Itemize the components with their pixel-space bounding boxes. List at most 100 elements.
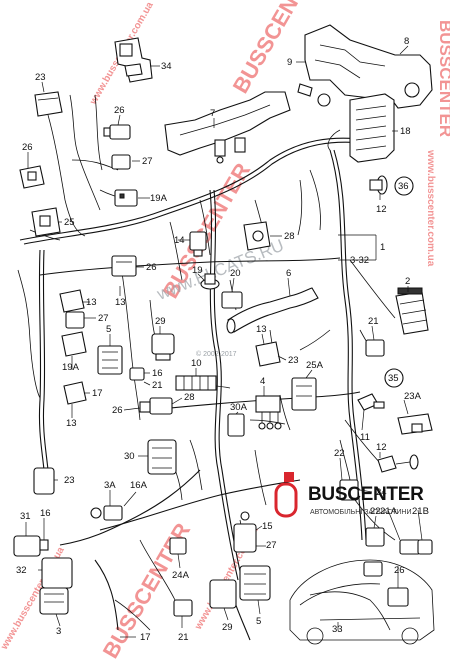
label-4: 4 [260, 376, 265, 387]
connector-25-icon [31, 207, 61, 237]
control-module-18-icon [327, 93, 395, 163]
label-29: 29 [222, 622, 233, 633]
bracket-34-icon [114, 37, 153, 83]
connector-27-left-icon [65, 311, 85, 329]
label-21a: 21A [380, 506, 398, 517]
connector-26-left-icon [19, 165, 45, 189]
connector-22-top-icon [339, 479, 359, 501]
label-23: 23 [288, 355, 299, 366]
connector-5-top-icon [97, 345, 123, 375]
connector-32-icon [41, 557, 73, 589]
connector-17-left-icon [63, 381, 87, 405]
label-22: 22 [334, 448, 345, 459]
connector-13-left-icon [59, 289, 85, 313]
label-28: 28 [184, 392, 195, 403]
sensor-11-icon [357, 393, 385, 411]
sensor-3a-icon [90, 505, 123, 521]
connector-25a-icon [291, 377, 317, 411]
label-10: 10 [191, 358, 202, 369]
label-29: 29 [155, 316, 166, 327]
label-32: 32 [16, 565, 27, 576]
connector-28-top-icon [243, 221, 271, 251]
connector-22-lower-icon [365, 527, 385, 547]
connector-26-lower-icon [139, 401, 151, 413]
label-31: 31 [20, 511, 31, 522]
label-12: 12 [376, 204, 387, 215]
connector-20-icon [221, 291, 243, 309]
connector-24a-icon [169, 537, 187, 555]
connector-29-top-icon [151, 333, 175, 361]
pipe-6-icon [226, 287, 319, 334]
label-16: 16 [40, 508, 51, 519]
label-26: 26 [22, 142, 33, 153]
label-23: 23 [64, 475, 75, 486]
label-26: 26 [146, 262, 157, 273]
label-33: 33 [332, 624, 343, 635]
connector-30-icon [147, 439, 177, 475]
callout-36-icon [394, 176, 414, 196]
leader-lines [25, 45, 423, 638]
label-5: 5 [106, 324, 111, 335]
label-9: 9 [287, 57, 292, 68]
label-21: 21 [152, 380, 163, 391]
label-19a: 19A [62, 362, 80, 373]
connector-3-icon [39, 587, 69, 615]
callout-labels: 8 9 34 23 26 7 18 26 27 36 19A 12 25 1 1… [16, 36, 429, 643]
label-6: 6 [286, 268, 291, 279]
connector-13-right-icon [255, 341, 281, 367]
connector-14-icon [189, 231, 207, 257]
label-1: 1 [380, 242, 385, 253]
connector-5-lower-icon [239, 565, 271, 601]
label-18: 18 [400, 126, 411, 137]
label-15: 15 [262, 521, 273, 532]
harness-trunks [19, 137, 373, 641]
label-5: 5 [256, 616, 261, 627]
label-16: 16 [152, 368, 163, 379]
watermark-vertical-right: BUSSCENTER [436, 20, 450, 137]
sensor-19-icon [200, 273, 220, 290]
label-13: 13 [115, 297, 126, 308]
connector-26-top-icon [103, 124, 131, 140]
label-27: 27 [266, 540, 277, 551]
bracket-7-icon [164, 91, 291, 164]
label-36: 36 [398, 181, 409, 192]
label-24a: 24A [172, 570, 190, 581]
label-19: 19 [192, 265, 203, 276]
label-28: 28 [284, 231, 295, 242]
connector-31-icon [13, 535, 49, 557]
connector-26-right-lower-icon [387, 587, 409, 607]
label-25a: 25A [306, 360, 324, 371]
connector-19a-left-icon [61, 331, 87, 357]
label-20: 20 [230, 268, 241, 279]
label-27: 27 [98, 313, 109, 324]
label-3: 3 [56, 626, 61, 637]
watermark-vertical-right-url: www.busscenter.com.ua [425, 149, 436, 267]
sensor-12-lower-icon [377, 454, 419, 473]
buscenter-logo-mark-icon [274, 472, 298, 518]
label-14: 14 [174, 235, 185, 246]
label-21b: 21B [412, 506, 429, 517]
logo-title: BUSCENTER [308, 484, 424, 505]
connector-16-icon [129, 367, 145, 381]
label-3a: 3A [104, 480, 116, 491]
connector-23-icon [34, 91, 63, 117]
label-7: 7 [210, 108, 215, 119]
label-17: 17 [92, 388, 103, 399]
label-34: 34 [161, 61, 172, 72]
label-24: 24 [376, 487, 387, 498]
connector-29-lower-icon [209, 579, 237, 609]
label-35: 35 [388, 373, 399, 384]
logo-subtitle: АВТОМОБІЛЬНІ ЗАПЧАСТИНИ [310, 509, 412, 516]
connector-27-icon [111, 154, 131, 170]
connector-26-mid-icon [111, 255, 137, 277]
label-19a: 19A [150, 193, 168, 204]
label-12: 12 [376, 442, 387, 453]
connector-19a-top-icon [114, 189, 138, 207]
connector-23-lower-icon [33, 467, 55, 495]
label-26: 26 [112, 405, 123, 416]
buscenter-logo: BUSCENTER АВТОМОБІЛЬНІ ЗАПЧАСТИНИ [274, 478, 424, 538]
label-27: 27 [142, 156, 153, 167]
connector-23a-icon [397, 413, 433, 435]
switch-10-icon [175, 375, 217, 391]
relay-30a-icon [227, 413, 245, 437]
